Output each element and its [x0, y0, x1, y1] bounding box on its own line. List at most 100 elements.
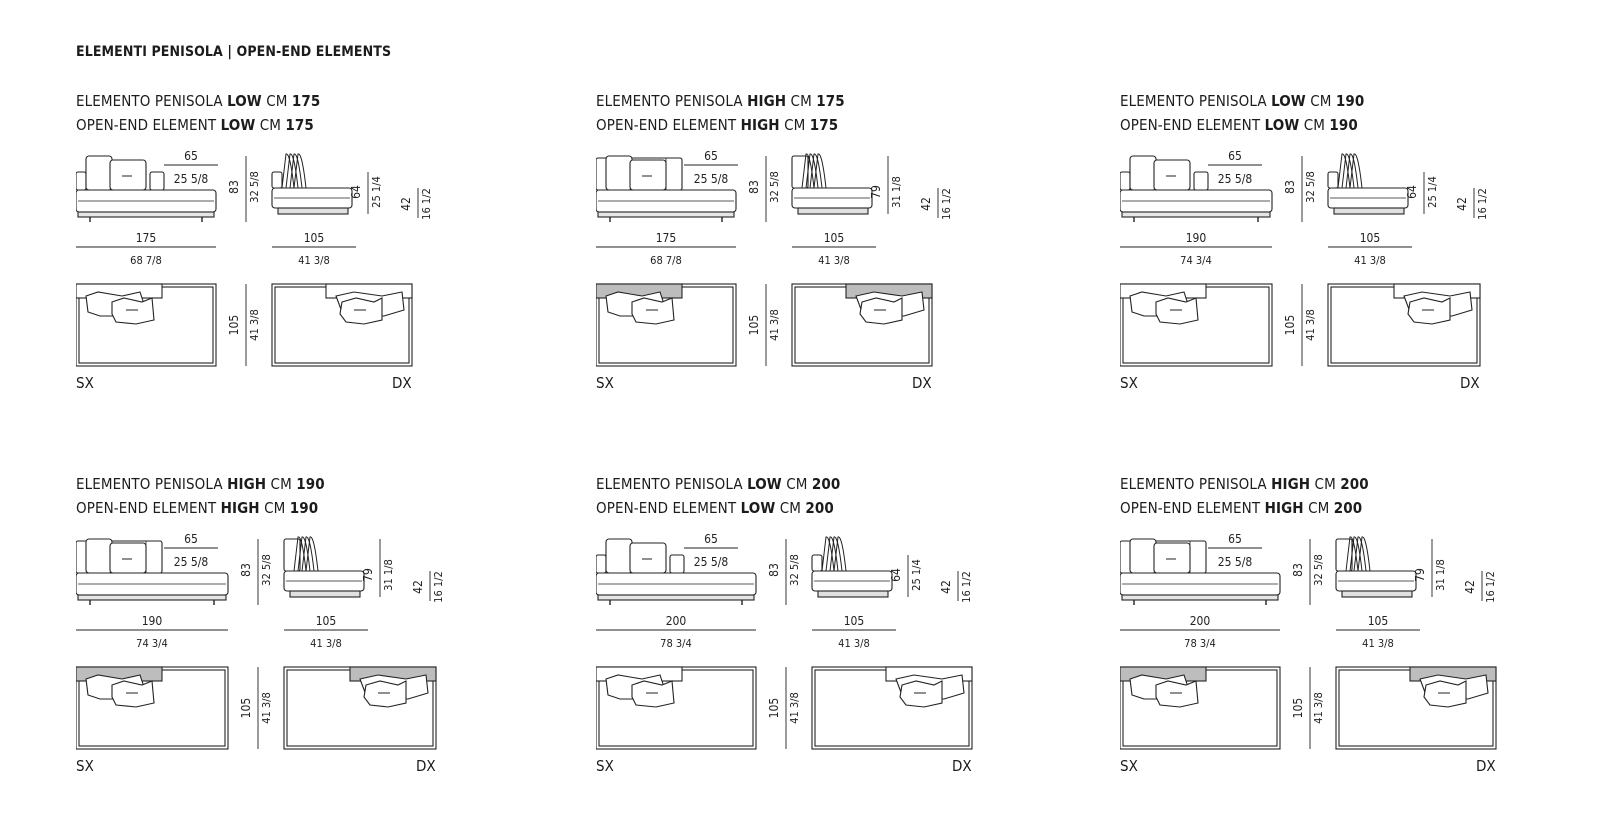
dim-width-in: 78 3/4: [1184, 637, 1216, 650]
back-cushion: [1153, 542, 1191, 574]
dim-seat-depth-cm: 65: [704, 149, 718, 163]
title-english: OPEN-END ELEMENT LOW CM 190: [1120, 116, 1358, 134]
plan-cushion: [899, 680, 943, 708]
plan-cushion: [1407, 297, 1451, 325]
title-prefix: OPEN-END ELEMENT: [76, 499, 221, 517]
dim-seat-height-cm: 42: [411, 580, 425, 594]
side-plinth: [1341, 590, 1413, 598]
dim-depth-in: 41 3/8: [260, 692, 273, 724]
title-size: 190: [296, 475, 325, 493]
right-version-label: DX: [416, 757, 436, 775]
dim-height-in: 32 5/8: [248, 171, 261, 203]
title-cm: CM: [255, 116, 286, 134]
dim-width-in: 68 7/8: [130, 254, 162, 267]
dim-depth-cm: 105: [239, 698, 253, 719]
title-variant: LOW: [740, 499, 776, 517]
title-size: 200: [805, 499, 834, 517]
title-size: 190: [1335, 92, 1365, 110]
dim-height-in: 32 5/8: [788, 554, 801, 586]
dim-side-height-in: 25 1/4: [370, 176, 383, 208]
back-cushion: [629, 159, 667, 191]
right-version-label: DX: [912, 374, 932, 392]
dim-side-width-cm: 105: [1368, 614, 1389, 628]
dim-side-height-cm: 79: [1413, 568, 1427, 582]
dim-height-in: 32 5/8: [1304, 171, 1317, 203]
left-version-label: SX: [596, 374, 614, 392]
dim-side-height-cm: 79: [361, 568, 375, 582]
plan-view-sx: 105 41 3/8: [596, 283, 781, 367]
armrest: [596, 554, 607, 574]
title-prefix: OPEN-END ELEMENT: [596, 499, 741, 517]
dim-seat-height-cm: 42: [919, 197, 933, 211]
dim-seat-depth-in: 25 5/8: [694, 172, 729, 186]
title-prefix: ELEMENTO PENISOLA: [76, 92, 228, 110]
title-variant: HIGH: [220, 499, 260, 517]
title-cm: CM: [1299, 116, 1330, 134]
cushion-stripe: [293, 153, 307, 189]
dim-side-width-in: 41 3/8: [298, 254, 330, 267]
title-variant: LOW: [1264, 116, 1300, 134]
dim-depth-cm: 105: [767, 698, 781, 719]
title-variant: LOW: [227, 92, 262, 110]
dim-seat-depth-cm: 65: [1228, 149, 1242, 163]
dim-width-cm: 190: [1186, 231, 1207, 245]
title-size: 200: [1340, 475, 1369, 493]
dim-height-in: 32 5/8: [768, 171, 781, 203]
dim-height-in: 32 5/8: [260, 554, 273, 586]
right-version-label: DX: [392, 374, 412, 392]
dim-seat-depth-in: 25 5/8: [1218, 555, 1253, 569]
right-version-label: DX: [952, 757, 972, 775]
title-prefix: ELEMENTO PENISOLA: [596, 475, 748, 493]
dim-side-width-cm: 105: [824, 231, 845, 245]
dim-seat-height-in: 16 1/2: [960, 571, 973, 603]
title-prefix: ELEMENTO PENISOLA: [1120, 475, 1272, 493]
dim-height-cm: 83: [747, 180, 761, 194]
plinth: [1121, 594, 1279, 601]
dim-height-cm: 83: [1283, 180, 1297, 194]
plan-cushion: [1423, 680, 1467, 708]
left-version-label: SX: [76, 374, 94, 392]
back-cushion: [1129, 155, 1157, 191]
dim-side-height-in: 25 1/4: [910, 559, 923, 591]
title-italian: ELEMENTO PENISOLA HIGH CM 175: [596, 92, 845, 110]
dim-height-cm: 83: [1291, 563, 1305, 577]
dim-width-cm: 200: [1190, 614, 1211, 628]
title-variant: HIGH: [227, 475, 267, 493]
title-italian: ELEMENTO PENISOLA LOW CM 190: [1120, 92, 1364, 110]
cushion-stripe: [1357, 536, 1371, 572]
dim-height-cm: 83: [227, 180, 241, 194]
dim-depth-cm: 105: [747, 315, 761, 336]
title-variant: LOW: [220, 116, 256, 134]
dim-width-cm: 175: [656, 231, 677, 245]
title-size: 175: [285, 116, 314, 134]
title-cm: CM: [779, 116, 810, 134]
title-cm: CM: [1303, 499, 1334, 517]
dim-height-cm: 83: [239, 563, 253, 577]
dim-depth-in: 41 3/8: [768, 309, 781, 341]
dim-seat-depth-cm: 65: [704, 532, 718, 546]
side-plinth: [277, 207, 349, 215]
title-size: 175: [809, 116, 839, 134]
title-variant: LOW: [1271, 92, 1306, 110]
cushion-stripe: [813, 153, 827, 189]
plan-view-dx: [1335, 666, 1497, 750]
left-version-label: SX: [1120, 757, 1138, 775]
dim-side-width-in: 41 3/8: [1354, 254, 1386, 267]
plan-view-dx: [271, 283, 413, 367]
title-italian: ELEMENTO PENISOLA LOW CM 175: [76, 92, 320, 110]
